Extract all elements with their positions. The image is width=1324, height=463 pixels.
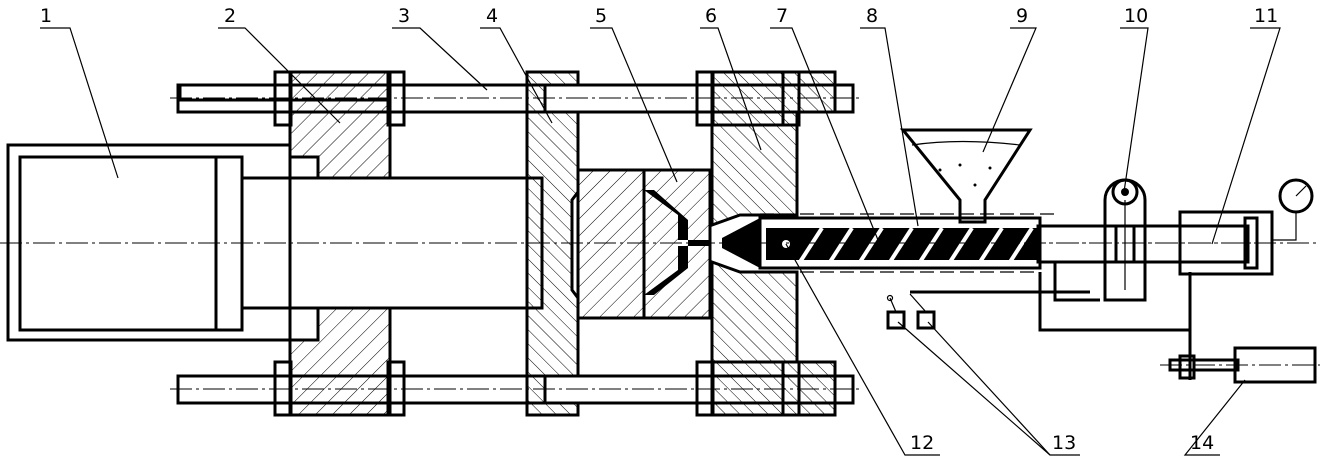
label-10: 10 xyxy=(1124,5,1148,27)
hydraulic-lines xyxy=(910,262,1192,380)
label-1: 1 xyxy=(40,5,52,27)
label-4: 4 xyxy=(486,5,498,27)
label-3: 3 xyxy=(398,5,410,27)
small-cylinder xyxy=(1160,346,1320,384)
label-9: 9 xyxy=(1016,5,1028,27)
label-14: 14 xyxy=(1190,432,1214,454)
moving-platen xyxy=(525,70,580,417)
injection-cylinder xyxy=(1178,178,1314,276)
label-11: 11 xyxy=(1254,5,1278,27)
label-13: 13 xyxy=(1052,432,1076,454)
fixed-platen xyxy=(710,70,837,417)
label-12: 12 xyxy=(910,432,934,454)
part-labels: 1 2 3 4 5 6 7 8 9 10 11 12 13 14 xyxy=(40,5,1278,454)
label-2: 2 xyxy=(224,5,236,27)
leader-lines xyxy=(40,27,1281,456)
label-8: 8 xyxy=(866,5,878,27)
limit-switches xyxy=(886,293,936,330)
hydraulic-motor xyxy=(1103,178,1147,302)
label-7: 7 xyxy=(776,5,788,27)
hopper xyxy=(899,128,1033,224)
label-6: 6 xyxy=(705,5,717,27)
label-5: 5 xyxy=(595,5,607,27)
barrel-and-screw xyxy=(722,213,1260,273)
mold xyxy=(576,168,712,320)
